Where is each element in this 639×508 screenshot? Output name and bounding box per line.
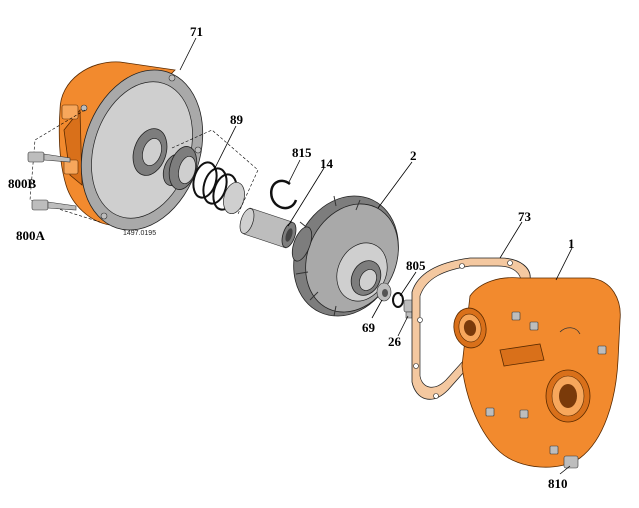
label-69: 69: [362, 320, 376, 335]
label-71: 71: [190, 24, 203, 39]
part-805-washer: [392, 292, 404, 308]
part-1-casing: [453, 277, 621, 468]
part-815-circlip: [269, 179, 298, 210]
leader-71: [179, 37, 197, 71]
leader-89: [213, 125, 237, 171]
label-73: 73: [518, 209, 532, 224]
part-89-mechanical-seal: [168, 129, 259, 215]
part-800b-bolt: [27, 151, 71, 163]
part-810-plug: [563, 455, 579, 469]
part-14-shaft-sleeve: [239, 207, 297, 249]
label-800b: 800B: [8, 176, 37, 191]
leader-14: [287, 167, 325, 227]
label-815: 815: [292, 145, 312, 160]
leader-1: [555, 247, 573, 281]
label-805: 805: [406, 258, 426, 273]
label-26: 26: [388, 334, 402, 349]
label-14: 14: [320, 156, 334, 171]
part-69-nut: [376, 282, 392, 302]
label-1: 1: [568, 236, 575, 251]
leader-805: [399, 271, 417, 297]
label-810: 810: [548, 476, 568, 491]
leader-73: [499, 221, 523, 259]
label-89: 89: [230, 112, 244, 127]
drawing-code: 1497.0195: [123, 230, 156, 237]
leader-69: [371, 299, 383, 319]
leader-26: [397, 315, 409, 337]
part-2-impeller: [291, 195, 399, 317]
leader-810: [559, 465, 571, 475]
part-71-bracket: [29, 61, 204, 231]
label-2: 2: [410, 148, 417, 163]
part-800a-bolt: [31, 199, 77, 211]
leader-815: [287, 159, 301, 185]
leader-2: [377, 161, 413, 209]
label-800a: 800A: [16, 228, 46, 243]
